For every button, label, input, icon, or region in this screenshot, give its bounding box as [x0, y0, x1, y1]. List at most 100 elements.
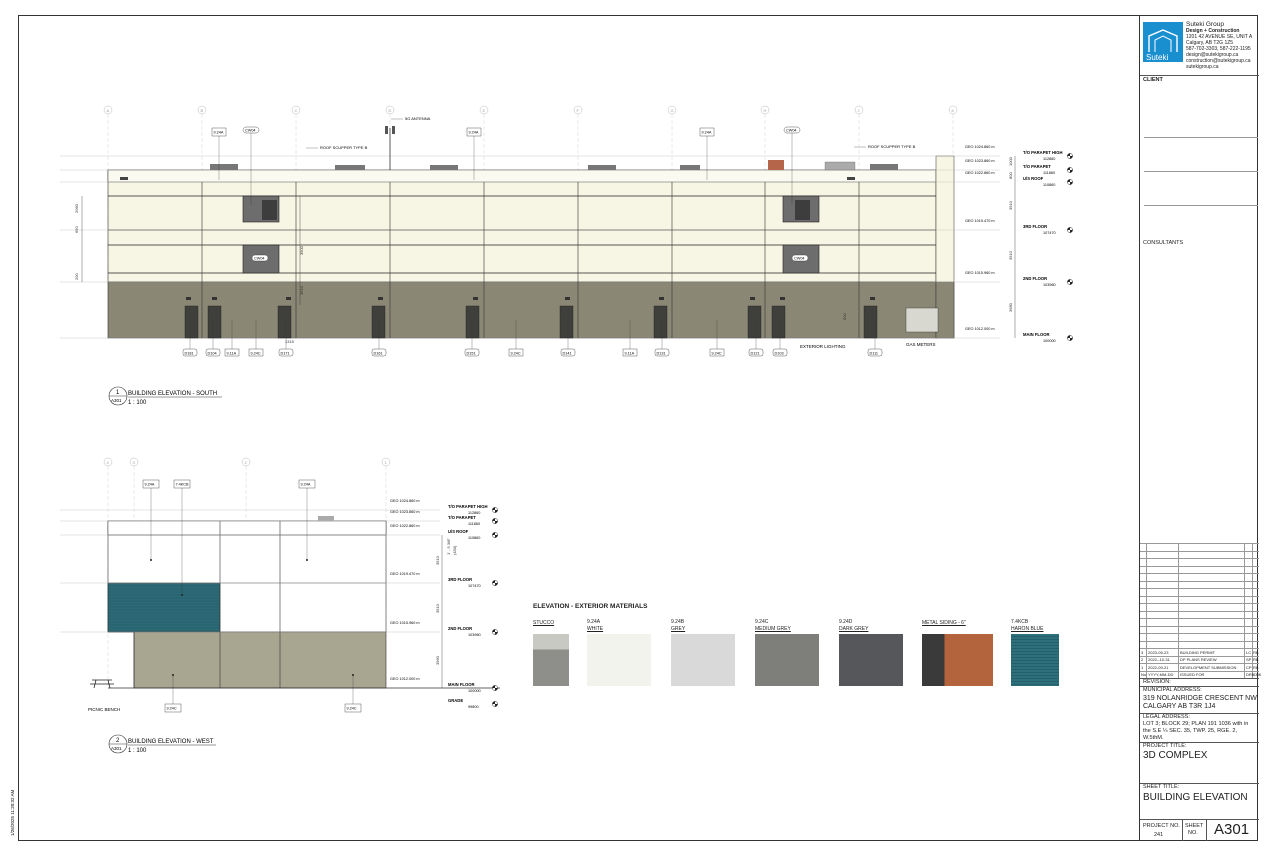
legal-line-2: the S.E ¼ SEC. 35, TWP. 25, RGE. 2, — [1143, 728, 1237, 734]
door-tag: 9.24C — [712, 352, 722, 356]
window-tag — [791, 254, 809, 262]
grid-label: B — [201, 108, 204, 113]
rev-cell-chk: CHK — [1253, 672, 1262, 677]
title-block: Suteki Suteki Group Design + Constructio… — [1139, 15, 1262, 841]
door — [771, 305, 786, 339]
material-label: METAL SIDING - 6" — [922, 620, 966, 626]
municipal-line-1: 319 NOLANRIDGE CRESCENT NW — [1143, 695, 1257, 702]
level-value: 107470 — [468, 584, 481, 588]
rev-cell-drn: DRN — [1246, 672, 1255, 677]
level-name: T/O PARAPET — [1023, 164, 1051, 169]
material-code: 9.24D — [839, 619, 853, 625]
firm-email-2: construction@sutekigroup.ca — [1186, 58, 1251, 64]
material-label: HARON BLUE — [1011, 626, 1044, 632]
picnic-bench-label: PICNIC BENCH — [88, 707, 120, 712]
grid-bubble — [103, 457, 113, 467]
consultants-label: CONSULTANTS — [1143, 240, 1184, 246]
level-name: T/O PARAPET HIGH — [1023, 150, 1062, 155]
light-fixture — [212, 297, 217, 300]
west-dims: 3510 3510 3960 1' - 5 3/8" (430) — [435, 535, 457, 688]
sheet-title: BUILDING ELEVATION — [1143, 792, 1248, 803]
door — [747, 305, 762, 339]
grid-label: J — [858, 108, 860, 113]
door — [207, 305, 222, 339]
window-tag — [251, 254, 269, 262]
light-fixture — [286, 297, 291, 300]
annotation-text: ROOF SCUPPER TYPE B — [868, 144, 916, 149]
rev-col-line — [1252, 543, 1253, 678]
grid-bubble — [479, 105, 489, 115]
rev-col-line — [1146, 543, 1147, 678]
rev-cell-chk: RB — [1253, 649, 1259, 655]
dim-text: 650 — [74, 226, 79, 233]
rev-col-line — [1178, 543, 1179, 678]
dim-text: 3510 — [1008, 250, 1013, 260]
window-cw04 — [242, 195, 280, 274]
grid-bubble — [129, 457, 139, 467]
door — [653, 305, 668, 339]
level-target-fill — [1067, 335, 1073, 341]
dim-text: 3500 — [299, 245, 304, 255]
grid-label: D — [389, 108, 392, 113]
level-geo: GEO 1023.860 m — [965, 159, 995, 163]
rev-row-line — [1140, 610, 1259, 612]
level-value: 110860 — [468, 536, 480, 540]
door-tag: D131 — [657, 352, 666, 356]
level-value: 107470 — [1043, 231, 1056, 235]
level-name: U/S ROOF — [448, 529, 469, 534]
level-geo: GEO 1019.470 m — [390, 572, 420, 576]
dim-text: 2060 — [74, 203, 79, 213]
level-name: GRADE — [448, 698, 463, 703]
level-geo: GEO 1015.960 m — [390, 621, 420, 625]
grid-bubble — [385, 105, 395, 115]
west-view-title: 2 A301 BUILDING ELEVATION - WEST 1 : 100 — [108, 734, 216, 754]
rev-row-line — [1140, 565, 1259, 567]
material-label: MEDIUM GREY — [755, 626, 791, 632]
revision-label: REVISION: — [1143, 679, 1171, 685]
dim-text: 1' - 5 3/8" — [446, 538, 451, 555]
roof-unit — [430, 165, 458, 170]
dim-text: 200 — [74, 273, 79, 280]
level-name: 2ND FLOOR — [1023, 276, 1047, 281]
material-swatch — [755, 634, 819, 686]
rev-cell-date: 2023-05-23 — [1148, 649, 1169, 655]
roof-unit — [588, 165, 616, 170]
rev-cell-drn: LC — [1246, 649, 1252, 655]
door-tag: 9.11A — [625, 352, 635, 356]
project-title: 3D COMPLEX — [1143, 750, 1208, 761]
grid-bubble — [197, 105, 207, 115]
rev-col-line — [1244, 543, 1245, 678]
material-tag-text: 9.24A — [301, 483, 311, 487]
light-fixture — [750, 297, 755, 300]
material-tag-text: 7.4KCB — [176, 483, 190, 487]
scupper — [120, 177, 128, 180]
firm-tagline: Design + Construction — [1186, 28, 1240, 34]
level-target-fill — [1067, 227, 1073, 233]
sheet-border — [18, 15, 1258, 841]
level-geo: GEO 1022.860 m — [965, 171, 995, 175]
material-tag-text: 9.24A — [469, 131, 479, 135]
grid-label: 4 — [107, 460, 110, 465]
level-value: 111860 — [1043, 171, 1055, 175]
logo-icon: Suteki — [1146, 29, 1178, 62]
dim-text: 3510 — [435, 555, 440, 565]
firm-email-1: design@sutekigroup.ca — [1186, 52, 1239, 58]
grid-label: H — [764, 108, 767, 113]
level-target-fill — [1067, 167, 1073, 173]
level-geo: GEO 1019.470 m — [965, 219, 995, 223]
roof-unit — [824, 161, 856, 171]
level-target-fill — [1067, 153, 1073, 159]
grid-label: F — [577, 108, 580, 113]
door-tag: D181 — [185, 352, 194, 356]
dim-text: 3610 — [299, 285, 304, 295]
south-view-title: 1 A301 BUILDING ELEVATION - SOUTH 1 : 10… — [108, 386, 222, 406]
south-parapet — [107, 169, 937, 183]
rev-row-line — [1140, 580, 1259, 582]
level-name: U/S ROOF — [1023, 176, 1044, 181]
light-fixture — [565, 297, 570, 300]
firm-address-1: 1201 42 AVENUE SE, UNIT A — [1186, 34, 1253, 40]
material-code: 9.24B — [671, 619, 685, 625]
material-tag-text: 9.24C — [167, 707, 177, 711]
